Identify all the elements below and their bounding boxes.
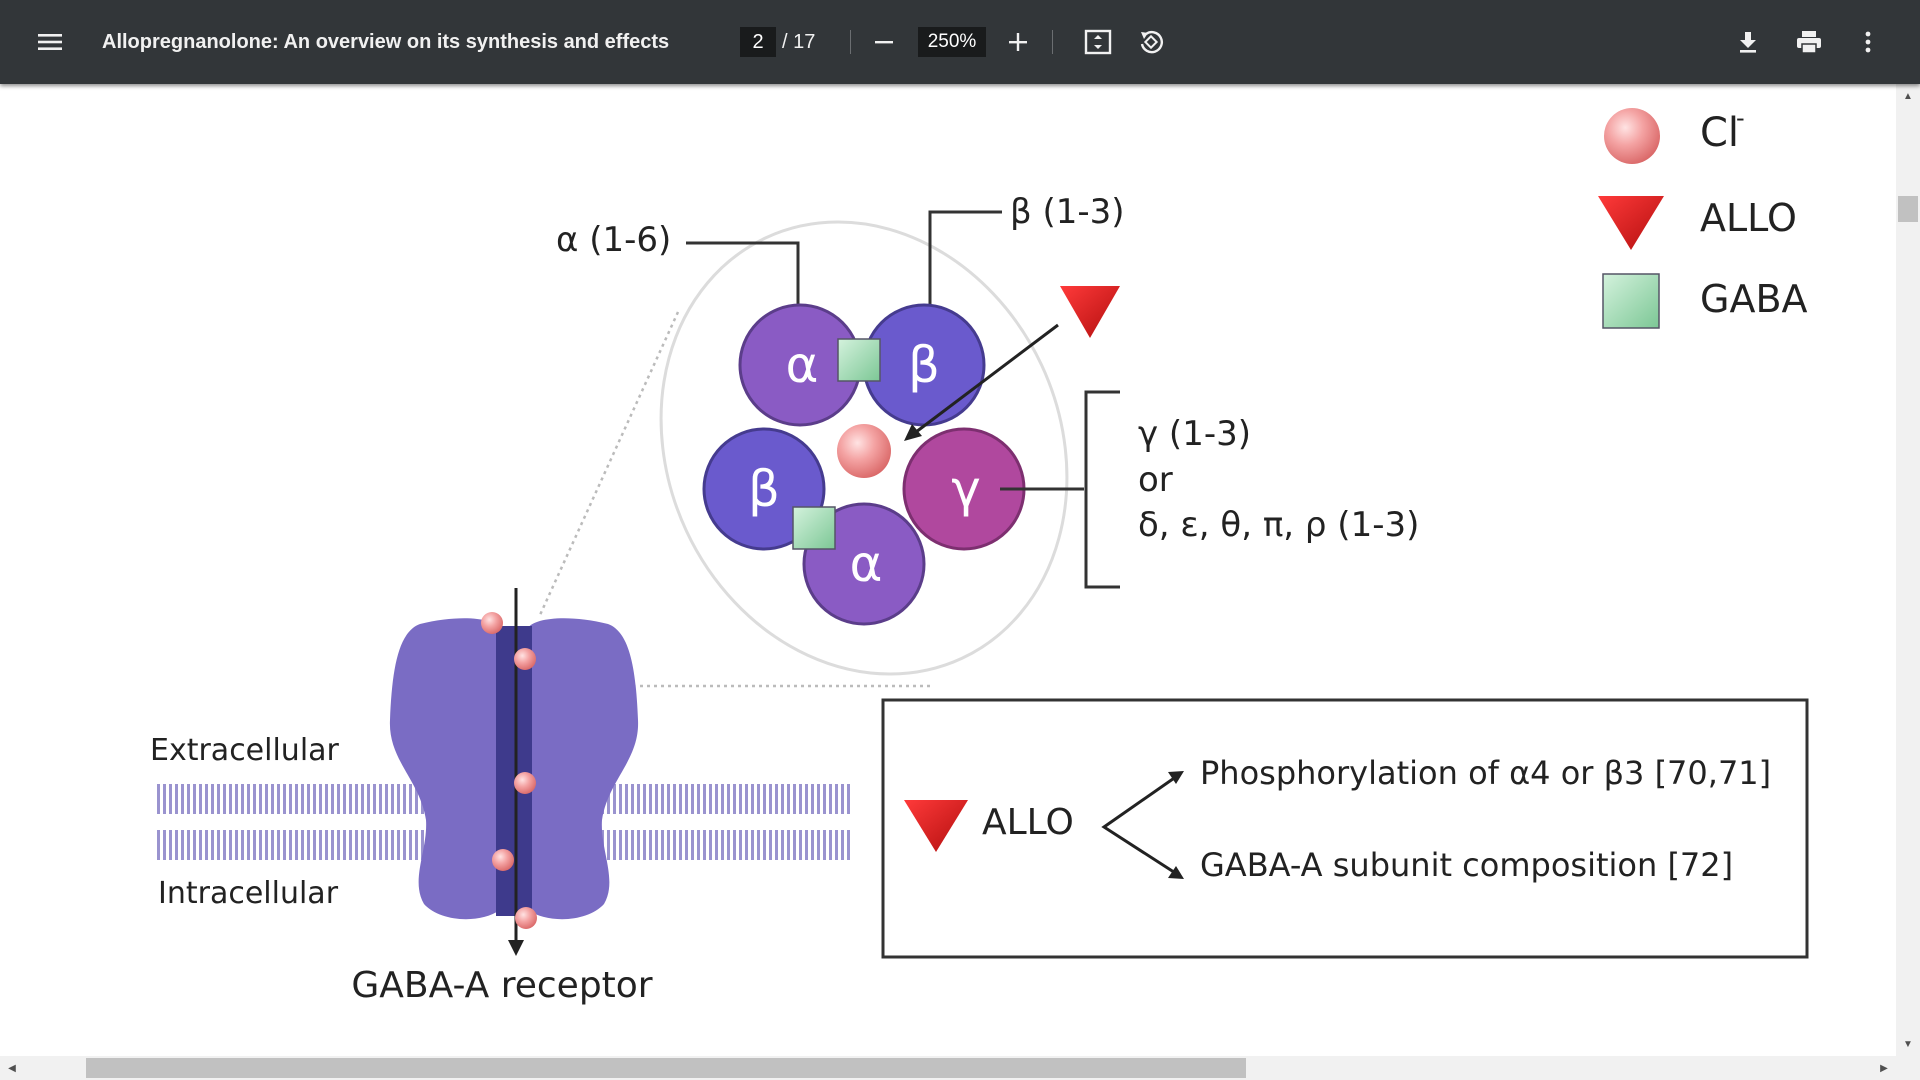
zoom-connector [540, 312, 678, 615]
intracellular-label: Intracellular [158, 876, 339, 911]
rotate-icon[interactable] [1134, 25, 1168, 59]
horizontal-scroll-thumb[interactable] [86, 1058, 1246, 1078]
scroll-down-arrow-icon[interactable]: ▼ [1896, 1032, 1920, 1056]
zoom-level-input[interactable]: 250% [918, 27, 986, 57]
document-title: Allopregnanolone: An overview on its syn… [102, 27, 669, 57]
chloride-ion [515, 907, 537, 929]
gamma-subunit-label: γ (1-3) [1138, 414, 1251, 454]
alpha-subunit-label: α (1-6) [556, 220, 671, 260]
scroll-left-arrow-icon[interactable]: ◀ [0, 1056, 24, 1080]
effect-phosphorylation: Phosphorylation of α4 or β3 [70,71] [1200, 754, 1771, 792]
legend-chloride-superscript: - [1736, 104, 1745, 132]
chloride-ion [514, 772, 536, 794]
scroll-right-arrow-icon[interactable]: ▶ [1872, 1056, 1896, 1080]
legend-chloride-label: Cl [1700, 110, 1739, 156]
chloride-ion [492, 849, 514, 871]
pdf-toolbar: Allopregnanolone: An overview on its syn… [0, 0, 1920, 84]
download-icon[interactable] [1732, 26, 1764, 58]
scroll-up-arrow-icon[interactable]: ▲ [1896, 84, 1920, 108]
alternative-subunits-label: δ, ε, θ, π, ρ (1-3) [1138, 505, 1419, 545]
beta-symbol-left: β [748, 460, 780, 518]
chloride-ion [481, 612, 503, 634]
beta-symbol-top: β [908, 336, 940, 394]
chloride-legend-icon [1604, 108, 1660, 164]
alpha-symbol-bottom: α [850, 535, 883, 593]
allo-arrowhead [904, 424, 922, 441]
gaba-a-receptor-figure: Cl - ALLO GABA α (1-6) β (1-3) α β β α γ… [0, 84, 1896, 1056]
or-label: or [1138, 460, 1173, 500]
gaba-legend-icon [1603, 274, 1659, 328]
current-page-input[interactable]: 2 [740, 27, 776, 57]
hamburger-menu-icon[interactable] [34, 26, 66, 58]
receptor-label: GABA-A receptor [351, 965, 652, 1006]
vertical-scrollbar[interactable] [1896, 84, 1920, 1056]
receptor-right-half [528, 618, 638, 919]
ion-flow-arrowhead [508, 940, 524, 956]
extracellular-label: Extracellular [150, 733, 340, 768]
allo-legend-icon [1598, 196, 1664, 250]
effect-subunit-composition: GABA-A subunit composition [72] [1200, 846, 1733, 884]
more-vertical-icon[interactable] [1852, 26, 1884, 58]
print-icon[interactable] [1792, 26, 1826, 58]
effects-allo-label: ALLO [982, 802, 1074, 843]
plus-icon[interactable] [1002, 26, 1034, 58]
chloride-ion [514, 648, 536, 670]
gamma-symbol: γ [951, 460, 981, 518]
toolbar-divider [1052, 30, 1053, 54]
chloride-ion-center [837, 424, 891, 478]
toolbar-divider [850, 30, 851, 54]
gaba-binding-bottom [793, 507, 835, 549]
receptor-left-half [390, 618, 500, 919]
page-total: / 17 [782, 27, 815, 57]
vertical-scroll-thumb[interactable] [1898, 196, 1918, 222]
allo-binding-icon [1060, 286, 1120, 338]
beta-subunit-label: β (1-3) [1010, 192, 1125, 232]
legend-gaba-label: GABA [1700, 277, 1808, 321]
fit-to-page-icon[interactable] [1081, 25, 1115, 59]
gaba-binding-top [838, 339, 880, 381]
minus-icon[interactable] [868, 26, 900, 58]
gamma-bracket [1086, 392, 1120, 587]
alpha-symbol-top: α [786, 336, 819, 394]
legend-allo-label: ALLO [1700, 196, 1797, 240]
